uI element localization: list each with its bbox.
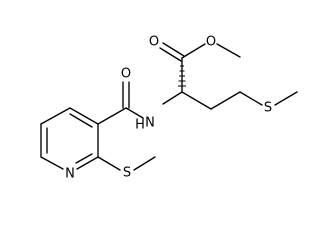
ring-sulfur-bond [97, 156, 121, 171]
ring-inner-double-c3-c4 [69, 113, 93, 128]
ch2-ch2-bond [210, 91, 241, 110]
sulfur-methyl-bond [274, 91, 298, 106]
ring-bond-c2-n1 [76, 156, 99, 170]
alpha-nitrogen-bond [162, 91, 183, 105]
ester-carbonyl-oxygen-label: O [149, 35, 159, 50]
ring-sulfur-methyl-bond [133, 156, 156, 171]
molecule-canvas: O O O N H S N S [40, 34, 298, 182]
ring-bond-c5-c4 [40, 107, 71, 125]
amide-oxygen-label: O [121, 67, 131, 82]
ester-ether-oxygen-label: O [206, 35, 216, 50]
ring-inner-double-c2-n1 [75, 153, 93, 164]
structure-diagram: O O O N H S N S [40, 35, 298, 182]
amide-nitrogen-label: N [145, 116, 155, 131]
ch2-sulfur-bond [239, 91, 263, 106]
amide-ring-bond [97, 107, 127, 125]
stereo-hash-bond [178, 65, 186, 87]
chain-sulfur-label: S [264, 101, 272, 116]
ring-sulfur-label: S [123, 166, 131, 181]
ester-methyl-bond [216, 43, 241, 58]
nitrogen-amide-carbon-bond [125, 107, 144, 119]
alpha-ch2-bond [181, 91, 212, 110]
ring-bond-n1-c6 [40, 156, 64, 170]
ester-carbonyl-double-bond-a [159, 47, 182, 62]
ester-carbonyl-double-bond-b [162, 42, 185, 57]
ester-ether-bond [181, 43, 206, 59]
ring-bond-c4-c3 [69, 107, 99, 125]
amide-hydrogen-label: H [135, 118, 145, 133]
pyridine-nitrogen-label: N [65, 167, 75, 182]
